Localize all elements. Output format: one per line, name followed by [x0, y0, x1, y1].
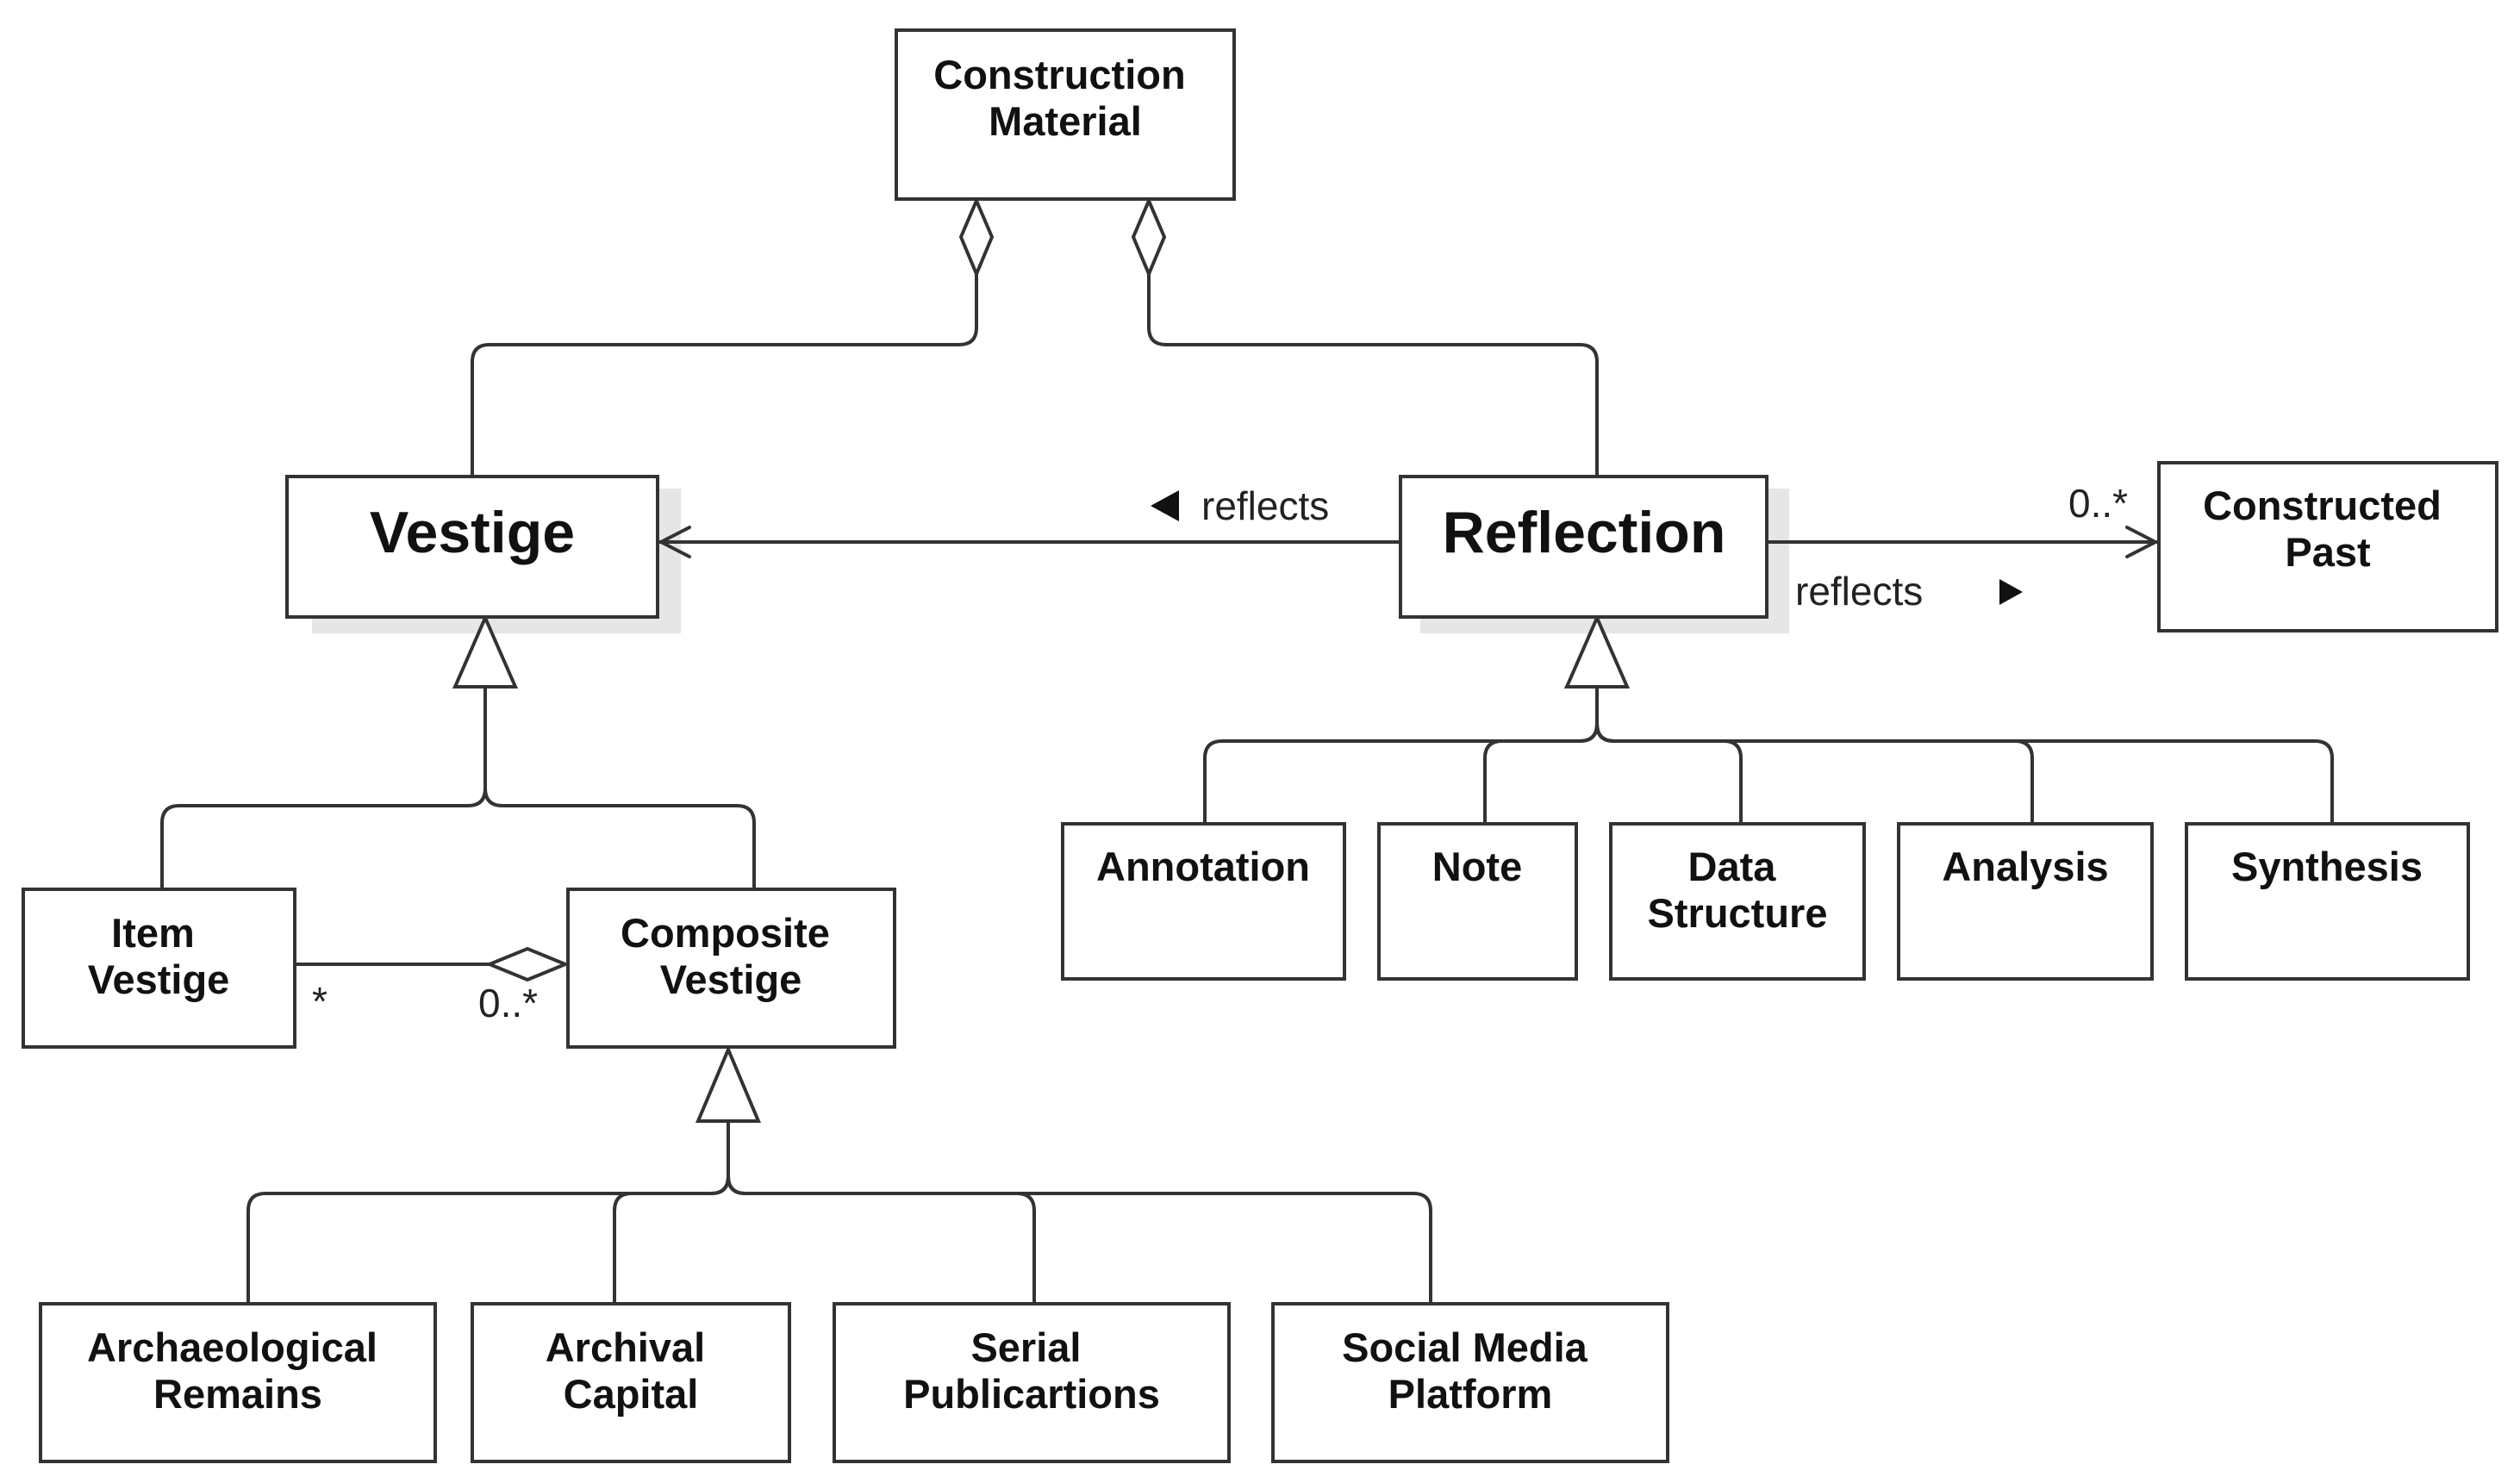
class-synthesis-line-1: Synthesis [2231, 844, 2423, 889]
aggregation-diamond-vestige [958, 196, 995, 279]
class-construction-material[interactable]: Construction Material [895, 28, 1236, 201]
aggregation-line-reflection [1147, 272, 1599, 478]
class-item-vestige-name: Item Vestige [88, 910, 230, 1002]
generalization-branch-archival [613, 1175, 730, 1304]
class-analysis-name: Analysis [1942, 844, 2108, 889]
class-constructed-past-line-2: Past [2285, 529, 2371, 575]
class-reflection-line-1: Reflection [1443, 500, 1726, 565]
class-construction-material-name: Construction Material [933, 52, 1196, 144]
aggregation-line-vestige [471, 272, 978, 478]
class-annotation-line-1: Annotation [1096, 844, 1310, 889]
label-reflects-past: reflects [1795, 569, 1923, 614]
generalization-branch-synthesis [1595, 722, 2334, 826]
class-archival-capital[interactable]: Archival Capital [471, 1302, 791, 1463]
association-arrowhead-vestige [659, 526, 691, 558]
connectors [160, 272, 2334, 1304]
reflects-direction-left-icon [1151, 490, 1179, 521]
class-composite-vestige-line-1: Composite [621, 910, 830, 956]
class-social-media-platform[interactable]: Social Media Platform [1271, 1302, 1669, 1463]
class-reflection-name: Reflection [1443, 500, 1726, 565]
class-vestige-name: Vestige [370, 500, 575, 565]
generalization-branch-data-structure [1595, 722, 1743, 826]
class-data-structure-name: Data Structure [1648, 844, 1828, 936]
class-social-media-platform-name: Social Media Platform [1342, 1324, 1599, 1417]
class-item-vestige[interactable]: Item Vestige [22, 888, 296, 1049]
association-arrowhead-past [2125, 526, 2157, 558]
class-constructed-past-name: Constructed Past [2203, 483, 2453, 575]
generalization-triangle-composite [695, 1044, 762, 1123]
class-archaeological-remains-line-1: Archaeological [87, 1324, 377, 1370]
class-archival-capital-name: Archival Capital [546, 1324, 717, 1417]
class-social-media-platform-line-2: Platform [1388, 1371, 1553, 1417]
class-composite-vestige-line-2: Vestige [660, 956, 802, 1002]
generalization-branch-social-media [727, 1175, 1432, 1304]
reflects-direction-right-icon [1999, 579, 2023, 605]
class-social-media-platform-line-1: Social Media [1342, 1324, 1588, 1370]
class-construction-material-line-1: Construction [933, 52, 1185, 97]
generalization-branch-item-vestige [160, 787, 487, 889]
class-archaeological-remains-name: Archaeological Remains [87, 1324, 389, 1417]
aggregation-diamond-reflection [1131, 196, 1167, 279]
class-analysis[interactable]: Analysis [1897, 822, 2154, 981]
generalization-triangle-vestige [452, 614, 519, 689]
class-serial-publications-name: Serial Publicartions [903, 1324, 1160, 1417]
class-data-structure-line-1: Data [1688, 844, 1777, 889]
class-composite-vestige[interactable]: Composite Vestige [566, 888, 896, 1049]
multiplicity-item-vestige: * [312, 979, 327, 1024]
class-construction-material-line-2: Material [989, 98, 1142, 144]
class-reflection[interactable]: Reflection [1399, 475, 1768, 619]
aggregation-diamond-composite [484, 946, 571, 982]
class-synthesis[interactable]: Synthesis [2185, 822, 2470, 981]
class-archival-capital-line-2: Capital [564, 1371, 699, 1417]
class-constructed-past[interactable]: Constructed Past [2157, 461, 2498, 632]
generalization-triangle-reflection [1563, 614, 1631, 689]
class-serial-publications-line-1: Serial [970, 1324, 1081, 1370]
class-note[interactable]: Note [1377, 822, 1578, 981]
class-constructed-past-line-1: Constructed [2203, 483, 2442, 528]
multiplicity-composite-vestige: 0..* [478, 981, 538, 1025]
class-vestige-line-1: Vestige [370, 500, 575, 565]
class-annotation[interactable]: Annotation [1061, 822, 1346, 981]
class-archaeological-remains[interactable]: Archaeological Remains [39, 1302, 437, 1463]
generalization-branch-annotation [1203, 722, 1599, 826]
class-data-structure[interactable]: Data Structure [1609, 822, 1866, 981]
class-serial-publications[interactable]: Serial Publicartions [833, 1302, 1231, 1463]
generalization-branch-note [1483, 722, 1599, 826]
class-note-name: Note [1432, 844, 1522, 889]
class-annotation-name: Annotation [1096, 844, 1310, 889]
generalization-branch-composite-vestige [483, 787, 756, 889]
class-vestige[interactable]: Vestige [285, 475, 659, 619]
class-data-structure-line-2: Structure [1648, 890, 1828, 936]
class-synthesis-name: Synthesis [2231, 844, 2423, 889]
class-archaeological-remains-line-2: Remains [153, 1371, 322, 1417]
multiplicity-constructed-past: 0..* [2068, 481, 2128, 526]
generalization-branch-analysis [1595, 722, 2034, 826]
class-item-vestige-line-1: Item [111, 910, 195, 956]
class-composite-vestige-name: Composite Vestige [621, 910, 841, 1002]
label-reflects-vestige: reflects [1201, 483, 1329, 528]
class-archival-capital-line-1: Archival [546, 1324, 705, 1370]
class-analysis-line-1: Analysis [1942, 844, 2108, 889]
class-serial-publications-line-2: Publicartions [903, 1371, 1160, 1417]
class-item-vestige-line-2: Vestige [88, 956, 230, 1002]
class-note-line-1: Note [1432, 844, 1522, 889]
